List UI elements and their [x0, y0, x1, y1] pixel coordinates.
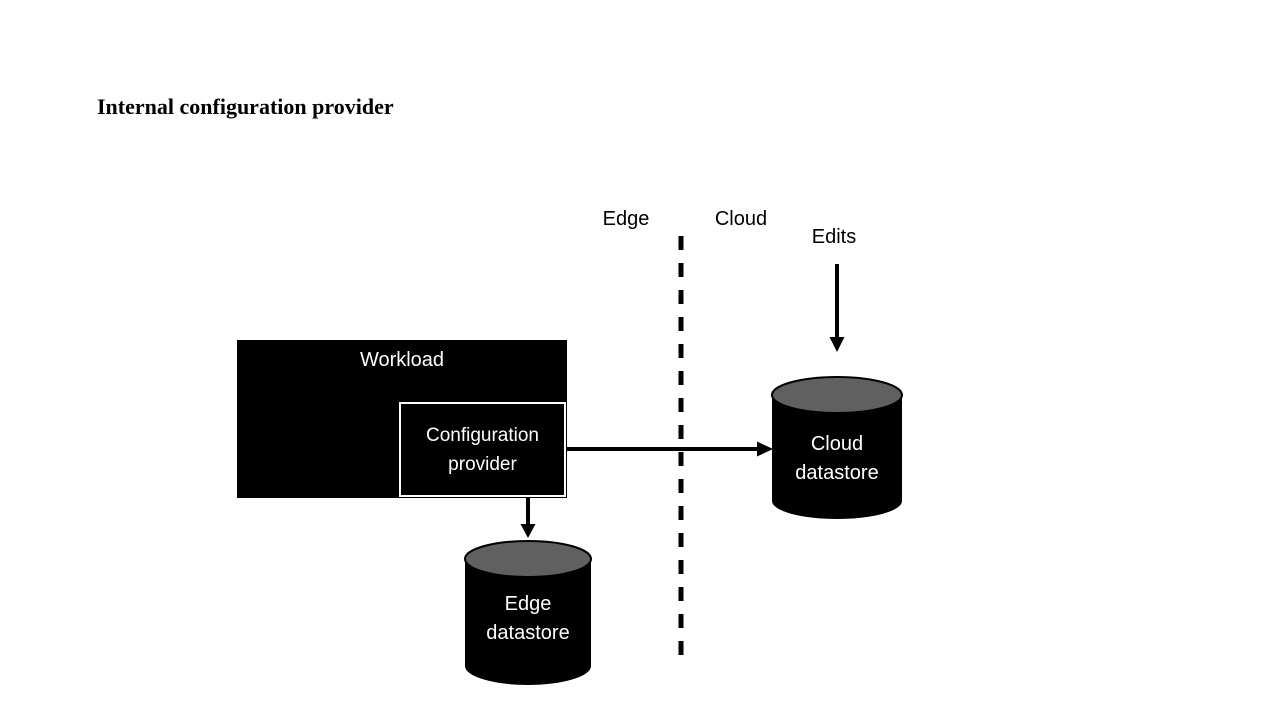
- arrow-config-to-edge: [520, 498, 536, 538]
- cylinder-body: [772, 395, 902, 519]
- workload-label: Workload: [359, 349, 445, 371]
- cylinder-body: [465, 559, 591, 685]
- edits-flow-label: Edits: [811, 226, 857, 248]
- cloud-datastore-cylinder: [771, 376, 903, 519]
- zone-label-edge: Edge: [602, 208, 650, 230]
- config-provider-box: Configuration provider: [399, 402, 566, 497]
- arrow-edits-to-cloud: [829, 264, 845, 352]
- arrowhead-down-icon: [520, 524, 536, 538]
- edge-datastore-cylinder: [464, 540, 592, 685]
- cylinder-top: [464, 540, 592, 578]
- config-provider-label: Configuration provider: [425, 424, 540, 475]
- arrowhead-down-icon: [829, 337, 845, 352]
- zone-label-cloud: Cloud: [714, 208, 768, 230]
- edge-datastore-label: Edge datastore: [486, 593, 570, 644]
- cylinder-top: [771, 376, 903, 414]
- diagram-title: Internal configuration provider: [97, 94, 394, 119]
- cloud-datastore-label: Cloud datastore: [795, 433, 879, 484]
- arrow-config-to-cloud: [567, 441, 773, 457]
